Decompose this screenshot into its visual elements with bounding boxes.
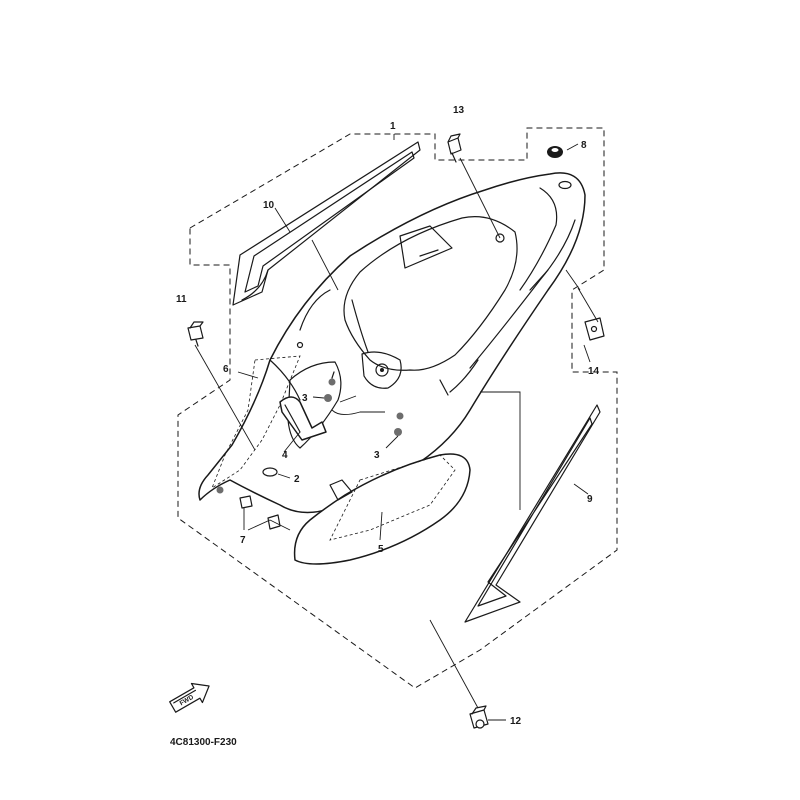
callout-11: 11 xyxy=(176,294,187,305)
callout-14: 14 xyxy=(588,366,600,377)
callout-4: 4 xyxy=(282,450,288,461)
callout-5: 5 xyxy=(378,544,384,555)
callout-3: 3 xyxy=(374,450,380,461)
bracket xyxy=(279,396,327,441)
callout-2: 2 xyxy=(294,474,300,485)
callout-10: 10 xyxy=(263,200,275,211)
callout-1: 1 xyxy=(390,121,396,132)
rear-cowl xyxy=(198,172,586,514)
callout-9: 9 xyxy=(587,494,593,505)
callout-7: 7 xyxy=(240,535,246,546)
nut xyxy=(394,412,404,436)
callout-6: 6 xyxy=(223,364,229,375)
callout-12: 12 xyxy=(510,716,522,727)
nut-clip xyxy=(584,317,605,341)
callout-3: 3 xyxy=(302,393,308,404)
forward-arrow-icon: FWD xyxy=(169,682,210,713)
nut xyxy=(324,371,336,402)
grommet xyxy=(547,146,563,158)
left-decal-stripe xyxy=(232,141,421,306)
lower-side-cover xyxy=(293,453,471,565)
bolt xyxy=(469,705,489,729)
callout-8: 8 xyxy=(581,140,587,151)
washer xyxy=(262,467,278,477)
diagram-code: 4C81300-F230 xyxy=(170,737,237,748)
right-decal-stripe xyxy=(464,404,601,623)
screw xyxy=(187,321,204,347)
callout-13: 13 xyxy=(453,105,465,116)
screw xyxy=(447,133,462,163)
assembly-boundary xyxy=(177,127,618,689)
leader-lines xyxy=(194,134,599,721)
